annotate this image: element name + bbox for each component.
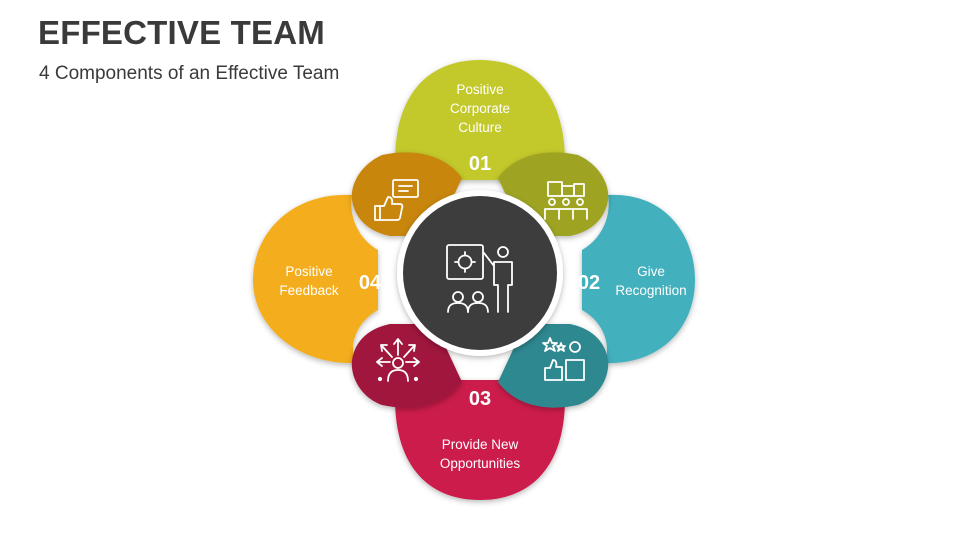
- component-number-03: 03: [469, 388, 491, 410]
- page-title: EFFECTIVE TEAM: [38, 14, 325, 51]
- component-label-04-line-1: Positive: [285, 264, 332, 279]
- component-label-01-line-1: Positive: [456, 82, 503, 97]
- petal-04: [253, 194, 378, 364]
- petal-01: [395, 60, 565, 180]
- component-label-03-line-1: Provide New: [442, 437, 519, 452]
- team-buildings-icon: [544, 181, 588, 220]
- component-label-02-line-1: Give: [637, 264, 665, 279]
- component-label-01-line-3: Culture: [458, 120, 502, 135]
- presenter-board-icon: [446, 244, 513, 313]
- thumbs-up-feedback-icon: [374, 179, 419, 221]
- petal-02: [582, 194, 695, 364]
- component-label-01-line-2: Corporate: [450, 101, 510, 116]
- petal-03: [395, 380, 565, 500]
- component-label-02-line-2: Recognition: [615, 283, 686, 298]
- component-number-04: 04: [359, 272, 382, 294]
- center-circle: [397, 190, 563, 356]
- lobe-02: [498, 324, 609, 408]
- component-number-01: 01: [469, 153, 491, 175]
- lobe-03: [351, 324, 462, 408]
- award-recognition-icon: [542, 337, 585, 381]
- page-subtitle: 4 Components of an Effective Team: [39, 63, 340, 84]
- component-label-04-line-2: Feedback: [279, 283, 339, 298]
- component-label-03-line-2: Opportunities: [440, 456, 521, 471]
- component-number-02: 02: [578, 272, 600, 294]
- opportunity-arrows-icon: [376, 338, 420, 382]
